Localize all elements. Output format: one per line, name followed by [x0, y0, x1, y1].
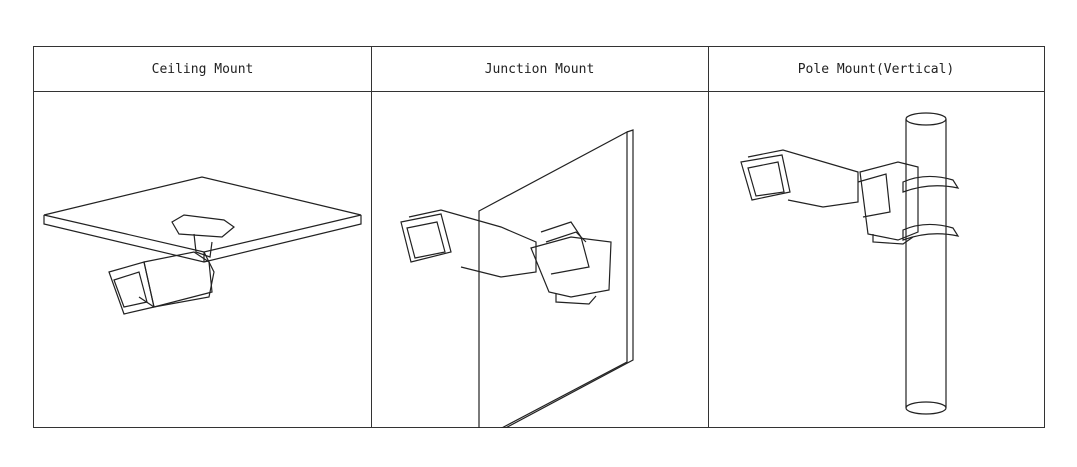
junction-mount-illustration: [371, 92, 708, 428]
column-divider: [371, 47, 372, 427]
ceiling-mount-illustration: [34, 92, 371, 427]
header-ceiling-mount: Ceiling Mount: [34, 47, 371, 92]
pole-mount-illustration: [708, 92, 1044, 427]
column-divider: [708, 47, 709, 427]
header-pole-mount: Pole Mount(Vertical): [708, 47, 1044, 92]
mount-types-table: Ceiling Mount Junction Mount Pole Mount(…: [33, 46, 1045, 428]
header-junction-mount: Junction Mount: [371, 47, 708, 92]
